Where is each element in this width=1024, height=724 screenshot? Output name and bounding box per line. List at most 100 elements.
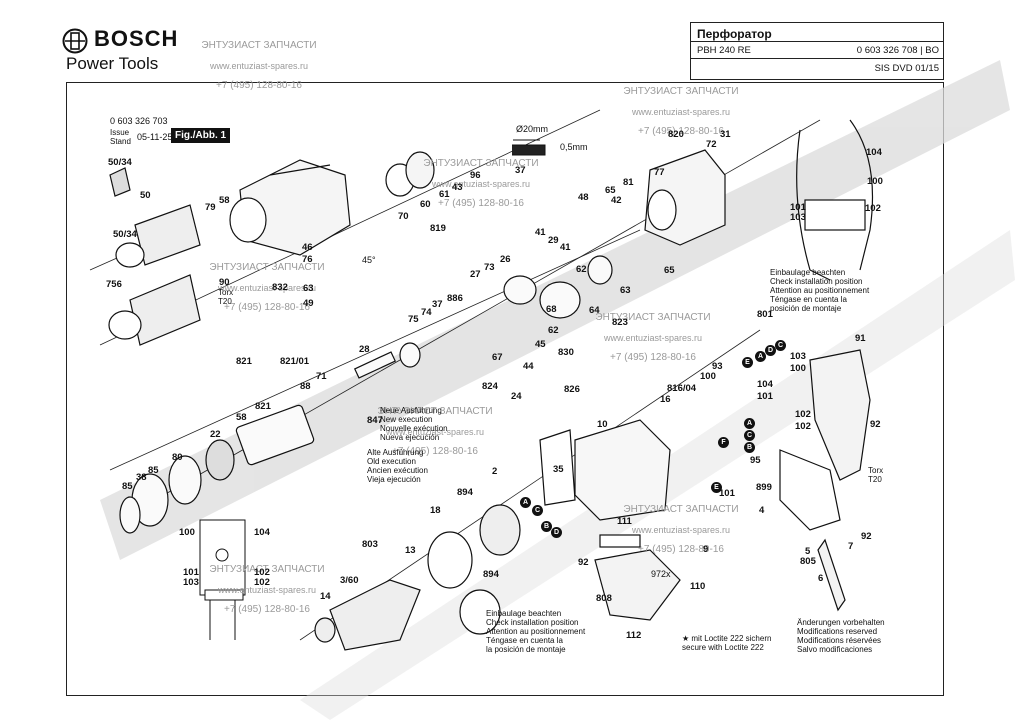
part-callout: 824 [482,381,498,392]
part-callout: 50/34 [113,229,137,240]
part-callout: 101 [757,391,773,402]
part-callout: 16 [660,394,671,405]
part-callout: 805 [800,556,816,567]
part-callout: 85 [122,481,133,492]
product-model: PBH 240 RE [697,45,751,56]
part-callout: 41 [560,242,571,253]
part-callout: 104 [866,147,882,158]
part-callout: 756 [106,279,122,290]
part-callout: 92 [578,557,589,568]
watermark-top: ЭНТУЗИАСТ ЗАПЧАСТИ www.entuziast-spares.… [174,36,344,96]
figure-label: Fig./Abb. 1 [171,128,231,143]
part-callout: 62 [576,264,587,275]
part-callout: 101 [790,202,806,213]
title-divider [691,41,943,42]
dimension-detail [512,139,546,156]
part-callout: 65 [605,185,616,196]
motor-housing [539,419,671,521]
part-callout: 81 [623,177,634,188]
part-callout: 110 [690,581,706,592]
connection-letter: E [742,357,753,368]
part-callout: 62 [548,325,559,336]
part-callout: 85 [148,465,159,476]
part-callout: 92 [861,531,872,542]
watermark-center: ЭНТУЗИАСТ ЗАПЧАСТИ www.entuziast-spares.… [595,312,711,363]
part-callout: 100 [700,371,716,382]
connection-letter: F [718,437,729,448]
part-callout: 61 [439,189,450,200]
part-callout: 79 [205,202,216,213]
diagram-frame [66,82,944,696]
part-callout: 2 [492,466,498,477]
part-callout: 43 [452,182,463,193]
part-callout: 35 [553,464,564,475]
bosch-armature-icon [62,28,88,54]
product-number: 0 603 326 708 | BO [856,45,939,56]
part-callout: 93 [712,361,723,372]
spindle-parts [119,255,613,534]
part-callout: 3/60 [340,575,359,586]
part-callout: 67 [492,352,503,363]
gear-housing [229,159,351,256]
part-callout: 100 [179,527,195,538]
part-callout: 77 [654,167,665,178]
part-callout: 50 [140,190,151,201]
part-callout: 88 [300,381,311,392]
brush-holder [594,534,681,621]
part-callout: 102 [865,203,881,214]
connection-letter: D [551,527,562,538]
part-callout: 819 [430,223,446,234]
part-callout: 816/04 [667,383,697,394]
watermark-lower-right: ЭНТУЗИАСТ ЗАПЧАСТИ www.entuziast-spares.… [623,504,739,555]
part-callout: 101 [183,567,199,578]
part-callout: 808 [596,593,612,604]
part-callout: 18 [430,505,441,516]
part-callout: 26 [500,254,511,265]
part-callout: 102 [254,567,270,578]
connection-letter: C [532,505,543,516]
issue-date: 05-11-25 [137,132,173,142]
part-callout: 111 [617,516,632,527]
part-callout: 7 [848,541,854,552]
watermark-bottom-left: ЭНТУЗИАСТ ЗАПЧАСТИ www.entuziast-spares.… [209,564,325,615]
part-callout: 58 [219,195,230,206]
part-callout: 31 [720,129,731,140]
part-callout: 9 [703,544,709,555]
connection-letter: B [541,521,552,532]
part-callout: 14 [320,591,331,602]
part-callout: 104 [254,527,270,538]
connection-letter: E [711,482,722,493]
part-callout: 102 [795,409,811,420]
sis-version: SIS DVD 01/15 [874,63,939,74]
watermark-phone: +7 (495) 128-80-16 [216,80,302,91]
part-callout: 29 [548,235,559,246]
part-callout: 42 [611,195,622,206]
part-callout: 5 [805,546,811,557]
part-callout: 74 [421,307,432,318]
motor-stator [314,504,521,651]
part-callout: 899 [756,482,772,493]
watermark-upper-mid: ЭНТУЗИАСТ ЗАПЧАСТИ www.entuziast-spares.… [423,158,539,209]
part-callout: 50/34 [108,157,132,168]
part-callout: 63 [620,285,631,296]
part-callout: 826 [564,384,580,395]
part-callout: 63 [303,283,314,294]
watermark-name: ЭНТУЗИАСТ ЗАПЧАСТИ [201,40,317,51]
part-callout: 6 [818,573,824,584]
part-callout: 801 [757,309,773,320]
part-callout: 48 [578,192,589,203]
part-callout: 22 [210,429,221,440]
part-callout: 13 [405,545,416,556]
part-callout: 101 [719,488,735,499]
part-callout: 112 [626,630,642,641]
brand-subtitle: Power Tools [66,54,159,73]
part-callout: 70 [398,211,409,222]
title-block: Перфоратор PBH 240 RE 0 603 326 708 | BO… [690,22,944,80]
title-divider-2 [691,58,943,59]
part-callout: 886 [447,293,463,304]
part-callout: 64 [589,305,600,316]
part-callout: 28 [359,344,370,355]
part-callout: 75 [408,314,419,325]
